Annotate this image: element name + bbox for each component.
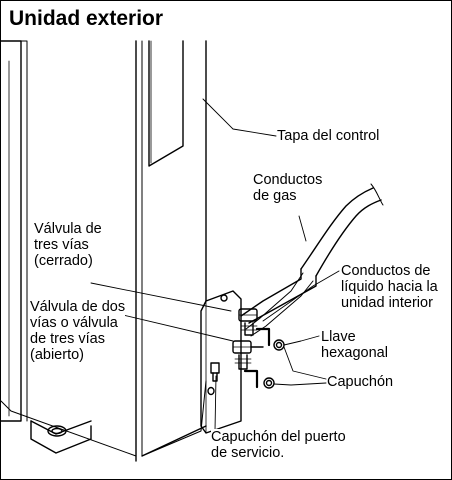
gas-pipe [300,183,384,277]
hex-wrenches [243,327,271,389]
label-capuchon-puerto-servicio: Capuchón del puerto de servicio. [211,429,346,461]
service-port [210,362,220,382]
label-capuchon: Capuchón [327,374,394,390]
label-conductos-de-gas: Conductos de gas [253,172,323,204]
label-conductos-de-liquido: Conductos de líquido hacia la unidad int… [341,263,438,311]
label-valvula-dos-vias: Válvula de dos vías o válvula de tres ví… [30,299,126,363]
label-tapa-del-control: Tapa del control [277,128,380,144]
unit-foot [30,420,92,454]
three-way-valve [238,308,258,336]
two-way-valve [232,340,264,370]
label-llave-hexagonal: Llave hexagonal [321,329,388,361]
page-title: Unidad exterior [9,7,164,30]
control-cover [148,40,184,167]
leader-lines [90,98,340,432]
valve-plate [200,290,242,434]
label-valvula-tres-vias: Válvula de tres vías (cerrado) [34,221,102,269]
caps [263,339,285,389]
unit-body [1,40,207,462]
